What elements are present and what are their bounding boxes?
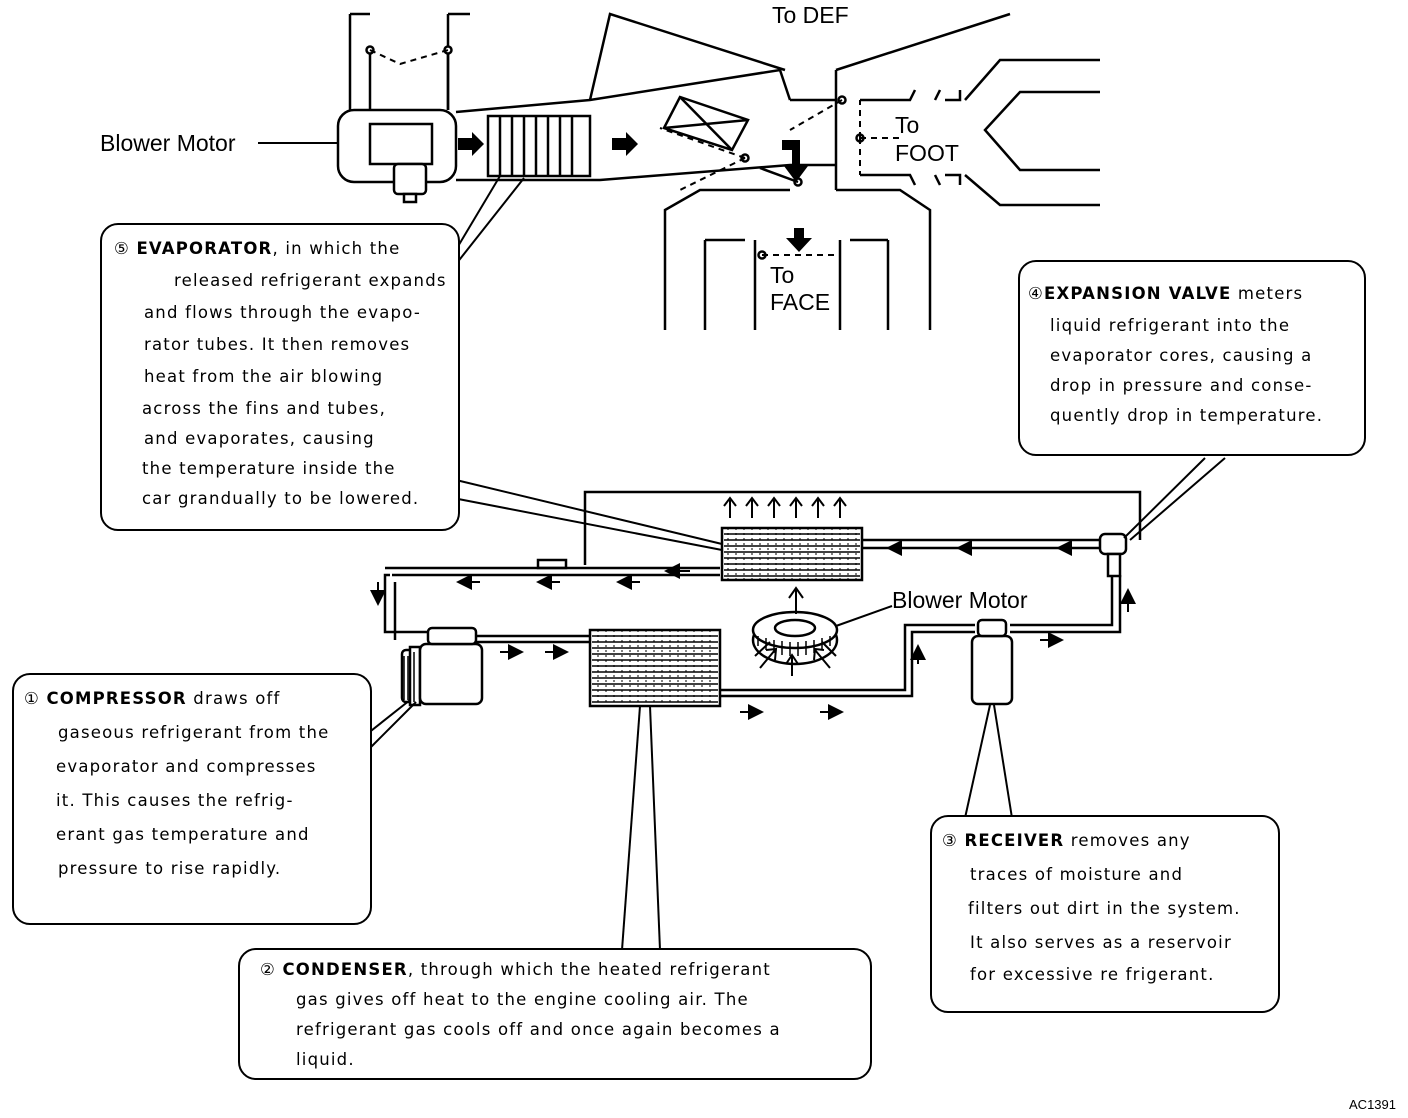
evaporator-line-8: the temperature inside the xyxy=(142,459,396,478)
compressor-line-4: it. This causes the refrig- xyxy=(56,791,294,810)
receiver-line-5: for excessive re frigerant. xyxy=(970,965,1215,984)
compressor-line-3: evaporator and compresses xyxy=(56,757,317,776)
blower-motor-label-bottom: Blower Motor xyxy=(892,587,1028,613)
to-def-label: To DEF xyxy=(772,2,849,28)
compressor-line-2: gaseous refrigerant from the xyxy=(58,723,330,742)
to-foot-label-line2: FOOT xyxy=(895,140,959,166)
evaporator-line-2: released refrigerant expands xyxy=(174,271,447,290)
expansion-valve-line-1: meters xyxy=(1231,284,1304,303)
condenser-line-3: refrigerant gas cools off and once again… xyxy=(296,1020,781,1039)
receiver-line-4: It also serves as a reservoir xyxy=(970,933,1232,952)
air-duct-system xyxy=(336,12,1100,330)
to-face-label-line2: FACE xyxy=(770,289,831,315)
receiver-title: RECEIVER xyxy=(964,831,1065,850)
expansion-valve-line-5: quently drop in temperature. xyxy=(1050,406,1324,425)
compressor-line-6: pressure to rise rapidly. xyxy=(58,859,282,878)
compressor-line-5: erant gas temperature and xyxy=(56,825,310,844)
expansion-valve-title: EXPANSION VALVE xyxy=(1044,284,1232,303)
flow-direction-marks xyxy=(370,540,1136,720)
condenser-line-4: liquid. xyxy=(296,1050,355,1069)
flow-arrows-bottom xyxy=(723,496,847,676)
receiver-callout: ③ RECEIVER removes any traces of moistur… xyxy=(930,815,1280,1013)
expansion-valve-callout: ④EXPANSION VALVE meters liquid refrigera… xyxy=(1018,260,1366,456)
evaporator-line-9: car grandually to be lowered. xyxy=(142,489,420,508)
condenser-line-2: gas gives off heat to the engine cooling… xyxy=(296,990,749,1009)
condenser-line-1: , through which the heated refrigerant xyxy=(407,960,771,979)
condenser-number: ② xyxy=(260,960,276,979)
to-foot-label-line1: To xyxy=(895,112,920,138)
compressor-number: ① xyxy=(24,689,40,708)
evaporator-line-1: , in which the xyxy=(272,239,401,258)
evaporator-line-6: across the fins and tubes, xyxy=(142,399,387,418)
expansion-valve-line-3: evaporator cores, causing a xyxy=(1050,346,1313,365)
evaporator-line-5: heat from the air blowing xyxy=(144,367,384,386)
compressor-line-1: draws off xyxy=(186,689,281,708)
blower-motor-label-top: Blower Motor xyxy=(100,130,236,156)
condenser-callout: ② CONDENSER, through which the heated re… xyxy=(238,948,872,1080)
receiver-number: ③ xyxy=(942,831,958,850)
air-flow-arrows-top xyxy=(458,132,812,252)
figure-code: AC1391 xyxy=(1349,1097,1396,1112)
receiver-line-2: traces of moisture and xyxy=(970,865,1184,884)
evaporator-line-3: and flows through the evapo- xyxy=(144,303,421,322)
evaporator-title: EVAPORATOR xyxy=(136,239,273,258)
compressor-title: COMPRESSOR xyxy=(46,689,187,708)
condenser-title: CONDENSER xyxy=(282,960,408,979)
refrigerant-circuit xyxy=(383,490,1142,708)
receiver-line-3: filters out dirt in the system. xyxy=(968,899,1241,918)
receiver-line-1: removes any xyxy=(1064,831,1191,850)
expansion-valve-line-2: liquid refrigerant into the xyxy=(1050,316,1291,335)
compressor-callout: ① COMPRESSOR draws off gaseous refrigera… xyxy=(12,673,372,925)
evaporator-callout: ⑤ EVAPORATOR, in which the released refr… xyxy=(100,223,460,531)
expansion-valve-number: ④ xyxy=(1028,284,1044,303)
evaporator-number: ⑤ xyxy=(114,239,130,258)
evaporator-line-7: and evaporates, causing xyxy=(144,429,375,448)
to-face-label-line1: To xyxy=(770,262,795,288)
evaporator-line-4: rator tubes. It then removes xyxy=(144,335,411,354)
expansion-valve-line-4: drop in pressure and conse- xyxy=(1050,376,1313,395)
